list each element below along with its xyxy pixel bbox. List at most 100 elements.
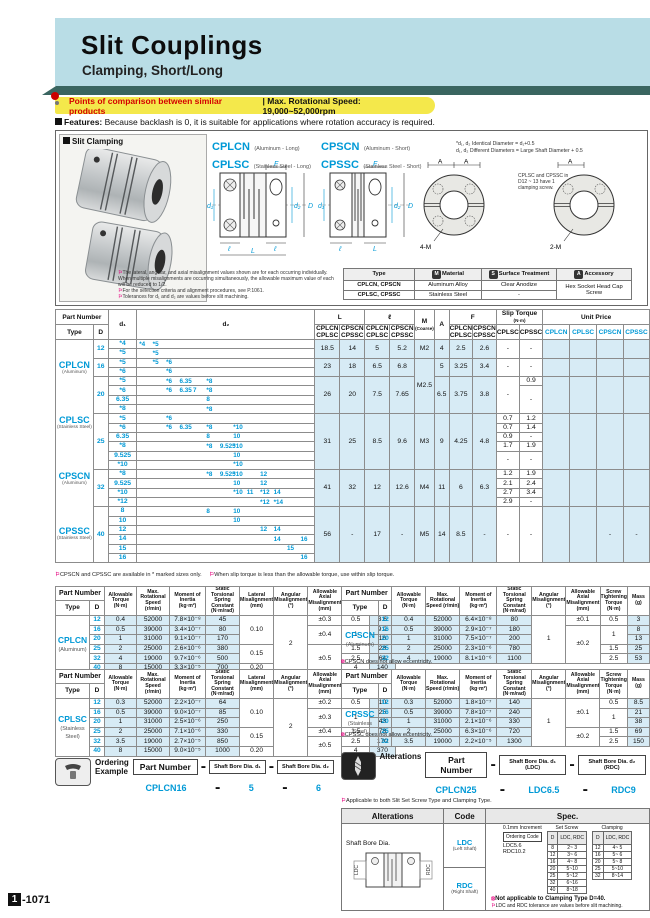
slip-cpssc-cell: - xyxy=(518,357,544,378)
l-short-cell: 32 xyxy=(339,469,366,508)
svg-text:A: A xyxy=(568,159,573,166)
a-cell: 11 xyxy=(433,469,450,508)
bore-rdc-box: Shaft Bore Dia. d₂ (RDC) xyxy=(577,755,646,775)
d2-cell: *12*14 xyxy=(136,497,316,508)
data-cell: 45 xyxy=(205,614,240,626)
mass-cell: 53 xyxy=(626,653,650,664)
example-rdc: RDC9 xyxy=(611,785,636,795)
size-d-cell: 25 xyxy=(377,643,393,655)
column-header: F xyxy=(448,309,497,325)
data-cell: 1100 xyxy=(496,653,533,664)
price-cpssc-cell xyxy=(622,357,650,378)
l-long-cell: 56 xyxy=(314,506,341,564)
axial-cell: ±0.1 xyxy=(565,697,601,728)
m-thread-cell: M2.5 xyxy=(414,357,435,415)
size-d-cell: 20 xyxy=(377,717,393,728)
data-cell: 39000 xyxy=(136,707,170,719)
slip-cplsc-cell: 2.7 xyxy=(495,487,520,499)
data-cell: 31000 xyxy=(425,634,461,645)
d1-cell: *5 xyxy=(107,348,138,359)
bore-ldc-box: Shaft Bore Dia. d₁ (LDC) xyxy=(498,755,567,775)
slip-cplsc-cell: 2.9 xyxy=(495,497,520,508)
data-cell: 3.5 xyxy=(104,736,137,747)
price-cplcn-cell xyxy=(542,339,571,359)
price-cplcn-cell xyxy=(542,506,571,564)
column-header: Slip Torque(N·m) xyxy=(495,309,544,325)
d2-cell: 10 xyxy=(136,515,316,526)
ell-long-cell: 5 xyxy=(364,339,391,359)
slip-cplsc-cell: - xyxy=(495,506,520,564)
price-cplsc-cell xyxy=(569,469,598,508)
data-cell: 7.1×10⁻⁶ xyxy=(169,726,206,738)
mass-cell: 150 xyxy=(626,736,650,747)
mass-cell: 3 xyxy=(626,614,650,626)
price-cpscn-cell xyxy=(596,357,624,378)
bore-d2-box: Shaft Bore Dia. d₂ xyxy=(277,760,334,774)
type-label: CPLSC(Stainless Steel) xyxy=(56,415,92,431)
d2-cell: *8 xyxy=(136,404,316,415)
alterations-table: Alterations Code Spec. Shaft Bore Dia. xyxy=(340,808,650,911)
m-thread-cell: M5 xyxy=(414,506,435,564)
data-cell: 3.4×10⁻⁷ xyxy=(169,624,206,636)
data-cell: 1 xyxy=(104,634,137,645)
f-long-cell: 2.5 xyxy=(448,339,474,359)
alterations-example: Alterations Part Number - Shaft Bore Dia… xyxy=(341,752,646,799)
price-cplcn-cell xyxy=(542,413,571,471)
price-cpscn-cell xyxy=(596,376,624,415)
size-d-cell: 12 xyxy=(89,697,105,709)
features-line: Features: Because backlash is 0, it is s… xyxy=(55,117,435,127)
cplcn-desc: (Aluminum - Long) xyxy=(254,146,300,152)
size-d-cell: 32 xyxy=(377,653,393,664)
material-icon: M xyxy=(432,270,442,279)
short-coupling-drawing: F d₁ d₂ D ℓ L xyxy=(318,161,413,253)
slip-cplsc-cell: - xyxy=(495,339,520,359)
svg-text:A: A xyxy=(438,159,443,166)
data-cell: 2.1×10⁻⁶ xyxy=(459,717,498,728)
data-cell: 2.2×10⁻⁵ xyxy=(459,736,498,747)
two-m-label: 2-M xyxy=(550,244,561,251)
data-cell: 9.1×10⁻⁷ xyxy=(169,634,206,645)
surface-icon: S xyxy=(488,270,498,279)
data-cell: 6.4×10⁻⁸ xyxy=(459,614,498,626)
d1-cell: 14 xyxy=(107,534,138,545)
mass-cell: 21 xyxy=(626,707,650,719)
f-short-cell: 4.8 xyxy=(472,413,497,471)
data-cell: 720 xyxy=(496,726,533,738)
data-cell: 380 xyxy=(205,643,240,655)
max-speed-text: | Max. Rotational Speed: 19,000~52,000rp… xyxy=(262,95,361,116)
svg-text:d₂: d₂ xyxy=(294,203,301,210)
cplcn-code: CPLCN xyxy=(212,141,250,153)
data-cell: 2 xyxy=(104,726,137,738)
slip-cpssc-cell: - xyxy=(518,339,544,359)
d2-cell: *10 xyxy=(136,459,316,471)
a-cell: 5 xyxy=(433,357,450,378)
data-cell: 2 xyxy=(391,643,427,655)
axial-cell: ±0.1 xyxy=(565,614,601,626)
type-column: CPSCN(Aluminum) xyxy=(341,614,379,664)
header-underline xyxy=(42,86,650,95)
data-cell: 1 xyxy=(391,634,427,645)
cpssc-desc: (Stainless Steel - Short) xyxy=(363,164,422,170)
screw-cell: 2.5 xyxy=(599,653,628,664)
data-cell: 250 xyxy=(205,717,240,728)
l-short-cell: - xyxy=(339,506,366,564)
square-bullet-icon xyxy=(55,118,62,125)
data-cell: 0.5 xyxy=(104,707,137,719)
coupling-photo-illustration xyxy=(75,149,173,291)
data-cell: 64 xyxy=(205,697,240,709)
type-column: CPSSC(Stainless Steel) xyxy=(341,697,379,747)
d1-cell: *5 xyxy=(107,413,138,424)
m-thread-cell: M2 xyxy=(414,339,435,359)
